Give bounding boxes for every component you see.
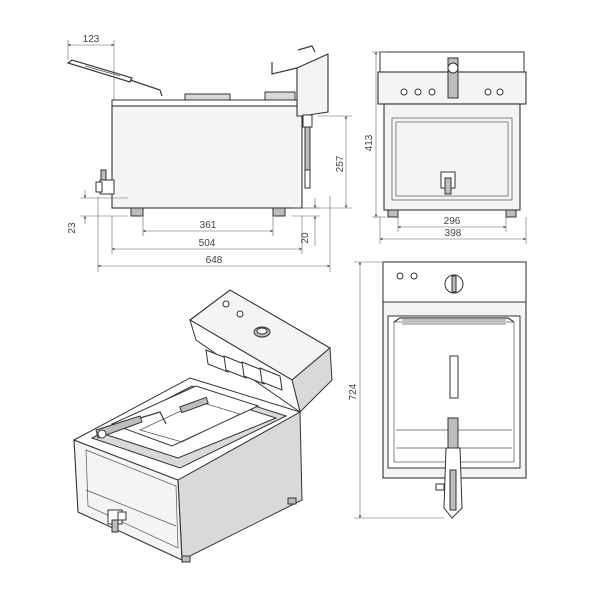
iso-front-panel-detail [85,449,179,549]
perspective-view [72,289,333,563]
front-foot-left [387,209,399,218]
side-view: 123 23 361 20 504 648 257 [66,34,352,272]
top-thermostat-knob [444,274,464,294]
dim-361: 361 [200,220,217,231]
dim-648: 648 [206,255,223,266]
side-foot-right [272,207,286,217]
front-body [383,103,521,211]
dim-724: 724 [348,383,359,400]
dim-398: 398 [445,228,462,239]
front-drain-tap [440,171,456,195]
dim-413: 413 [364,134,375,151]
iso-indicator-2 [236,310,244,318]
iso-indicator-1 [222,300,230,308]
dim-257: 257 [335,155,346,172]
iso-basket [110,385,260,447]
side-control-panel [296,53,329,117]
dim-20: 20 [300,232,311,244]
front-handle [447,57,459,99]
basket-handle [66,59,163,97]
side-lid-strip [184,93,231,101]
side-lid-strip-2 [264,91,296,101]
top-center-slot [449,355,459,399]
top-indicator-1 [396,272,404,280]
iso-foot-1 [181,555,191,563]
dim-123: 123 [83,34,100,45]
top-indicator-2 [410,272,418,280]
side-foot-left [130,207,144,217]
iso-heating-coils [205,349,283,391]
side-body [111,105,303,209]
dim-23: 23 [67,222,78,234]
front-foot-right [505,209,517,218]
top-basket-handle [435,417,463,519]
front-view: 413 296 398 [364,51,527,244]
side-top-rim [111,99,303,107]
side-drain-tap [95,169,115,195]
side-heating-element [302,114,313,189]
iso-drain-tap [107,509,127,533]
front-knobs [400,88,504,96]
top-basket-rim-details [402,319,506,325]
iso-foot-2 [287,497,297,505]
dim-296: 296 [444,216,461,227]
iso-basket-handle [95,411,167,439]
dim-504: 504 [199,238,216,249]
top-view: 724 [348,261,527,519]
iso-thermostat-knob [253,326,271,338]
